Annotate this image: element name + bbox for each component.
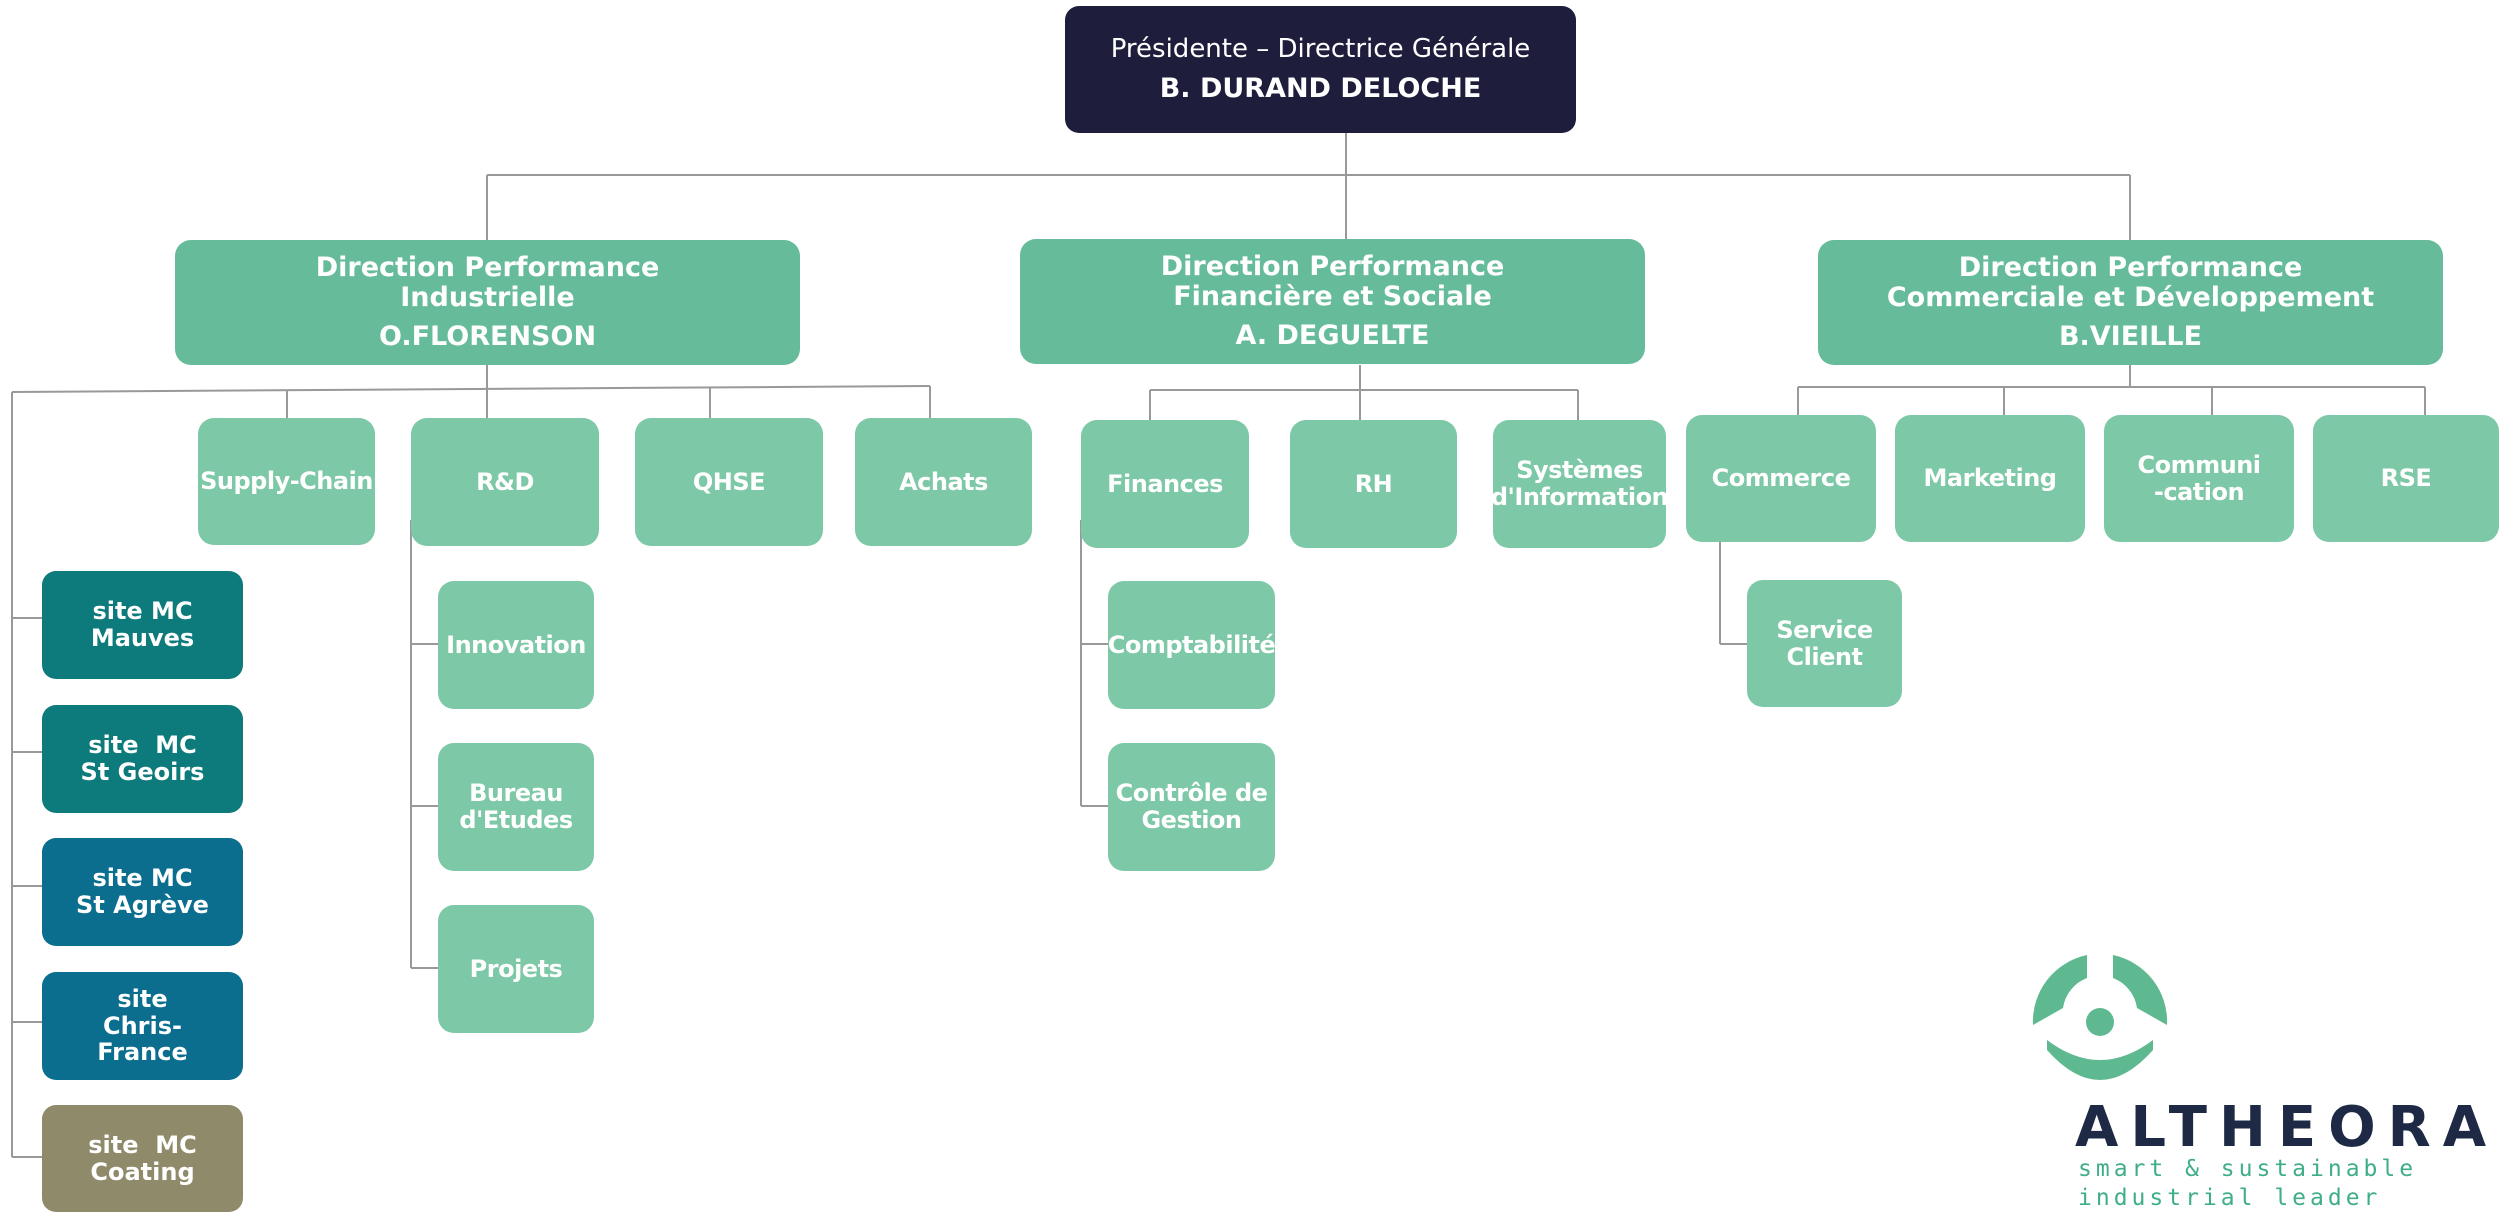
dept-communication: Communi -cation (2104, 415, 2294, 542)
site-chris-france: site Chris- France (42, 972, 243, 1080)
dept-commerce: Commerce (1686, 415, 1876, 542)
dept-systemes-information: Systèmes d'Information (1490, 420, 1669, 548)
rnd-innovation: Innovation (438, 581, 594, 709)
dept-marketing: Marketing (1895, 415, 2085, 542)
site-label-line2: Chris- (102, 1011, 182, 1040)
dept-label: Marketing (1923, 464, 2057, 493)
direction-title-line1: Direction Performance (1958, 252, 2303, 284)
site-st-geoirs: site MC St Geoirs (42, 705, 243, 813)
sub-label-line1: Contrôle de (1115, 779, 1268, 808)
dept-label-line1: Systèmes (1516, 456, 1643, 485)
sub-label: Projets (469, 954, 563, 983)
rnd-projets: Projets (438, 905, 594, 1033)
direction-title-line1: Direction Performance (315, 252, 660, 284)
site-label-line1: site MC (92, 864, 193, 893)
dept-label: Supply-Chain (200, 467, 373, 496)
dept-rh: RH (1290, 420, 1457, 548)
direction-head-name: B.VIEILLE (2058, 320, 2203, 352)
sub-label-line2: Client (1786, 642, 1863, 671)
dept-label-line2: d'Information (1490, 483, 1669, 511)
direction-industrial: Direction Performance Industrielle O.FLO… (175, 240, 800, 365)
sub-label-line1: Bureau (469, 779, 563, 808)
direction-title-line2: Industrielle (400, 282, 575, 314)
fin-comptabilite: Comptabilité (1107, 581, 1276, 709)
sub-label-line2: d'Etudes (459, 806, 573, 834)
logo-tagline-line2: industrial leader (2078, 1184, 2382, 1211)
site-label-line3: France (97, 1038, 188, 1067)
ceo-name: B. DURAND DELOCHE (1159, 72, 1482, 104)
site-label-line1: site MC (88, 1130, 197, 1159)
ceo-box: Présidente – Directrice Générale B. DURA… (1065, 6, 1576, 133)
dept-rnd: R&D (411, 418, 599, 546)
site-coating: site MC Coating (42, 1105, 243, 1212)
com-service-client: Service Client (1747, 580, 1902, 707)
site-label-line2: Mauves (90, 624, 195, 652)
logo-tagline-line1: smart & sustainable (2078, 1156, 2418, 1182)
logo-wordmark: ALTHEORA (2075, 1095, 2499, 1160)
dept-label: Finances (1107, 469, 1223, 498)
site-label-line1: site MC (92, 597, 193, 626)
rnd-bureau-etudes: Bureau d'Etudes (438, 743, 594, 871)
site-label-line1: site (117, 984, 168, 1013)
site-label-line2: St Geoirs (80, 758, 205, 786)
site-st-agreve: site MC St Agrève (42, 838, 243, 946)
site-label-line2: St Agrève (76, 891, 209, 919)
dept-label-line1: Communi (2137, 450, 2261, 479)
dept-finances: Finances (1081, 420, 1249, 548)
site-mauves: site MC Mauves (42, 571, 243, 679)
logo-tagline: smart & sustainable industrial leader (2078, 1155, 2417, 1213)
dept-qhse: QHSE (635, 418, 823, 546)
direction-financial: Direction Performance Financière et Soci… (1020, 239, 1645, 364)
direction-title-line2: Financière et Sociale (1173, 281, 1492, 313)
direction-head-name: A. DEGUELTE (1235, 319, 1430, 351)
site-label-line2: Coating (90, 1157, 195, 1186)
direction-commercial: Direction Performance Commerciale et Dév… (1818, 240, 2443, 365)
dept-achats: Achats (855, 418, 1032, 546)
sub-label-line1: Service (1776, 615, 1873, 644)
dept-rse: RSE (2313, 415, 2499, 542)
dept-label: QHSE (692, 467, 766, 496)
direction-title-line1: Direction Performance (1160, 251, 1505, 283)
ceo-title: Présidente – Directrice Générale (1110, 33, 1531, 64)
dept-label: R&D (476, 467, 534, 496)
sub-label: Innovation (446, 630, 586, 659)
dept-supply-chain: Supply-Chain (198, 418, 375, 545)
dept-label: Achats (899, 467, 988, 496)
dept-label: Commerce (1711, 464, 1851, 493)
altheora-logo-icon (2032, 955, 2168, 1080)
dept-label: RH (1354, 469, 1393, 498)
direction-head-name: O.FLORENSON (378, 320, 597, 352)
dept-label: RSE (2380, 464, 2432, 493)
dept-label-line2: -cation (2153, 477, 2245, 506)
site-label-line1: site MC (88, 731, 197, 760)
sub-label-line2: Gestion (1141, 806, 1242, 834)
fin-controle-gestion: Contrôle de Gestion (1108, 743, 1275, 871)
sub-label: Comptabilité (1107, 630, 1276, 659)
direction-title-line2: Commerciale et Développement (1886, 282, 2375, 314)
